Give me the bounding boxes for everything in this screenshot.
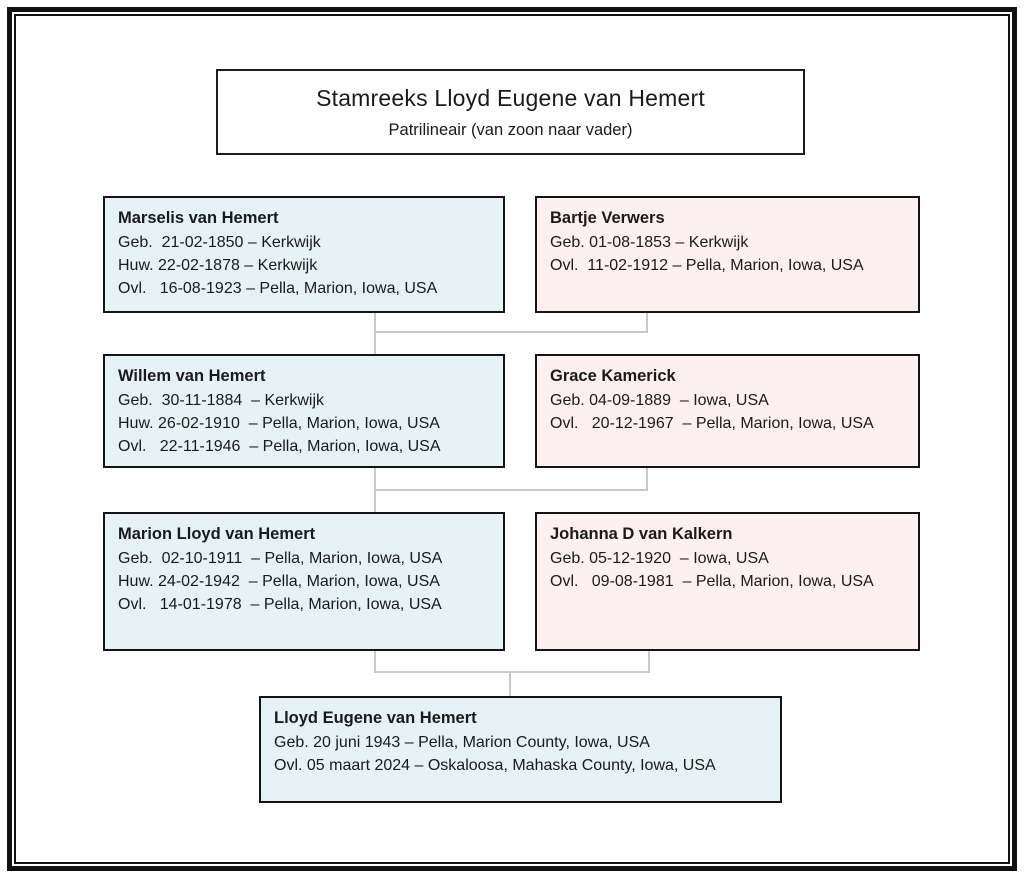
connector-line <box>374 651 376 673</box>
person-birth-line: Geb. 01-08-1853 – Kerkwijk <box>550 233 749 251</box>
person-marriage-line: Huw. 24-02-1942 – Pella, Marion, Iowa, U… <box>118 572 440 590</box>
person-box-lloyd-eugene-van-hemert: Lloyd Eugene van Hemert Geb. 20 juni 194… <box>259 696 782 803</box>
person-box-willem-van-hemert: Willem van Hemert Geb. 30-11-1884 – Kerk… <box>103 354 505 468</box>
person-birth-line: Geb. 30-11-1884 – Kerkwijk <box>118 391 325 409</box>
outer-border-frame <box>7 7 1017 871</box>
person-name: Johanna D van Kalkern <box>550 525 733 543</box>
chart-subtitle: Patrilineair (van zoon naar vader) <box>388 120 633 139</box>
connector-line <box>374 331 648 333</box>
connector-line <box>648 651 650 673</box>
person-name: Lloyd Eugene van Hemert <box>274 709 477 727</box>
connector-line <box>374 671 650 673</box>
connector-line <box>646 313 648 333</box>
person-birth-line: Geb. 04-09-1889 – Iowa, USA <box>550 391 769 409</box>
person-death-line: Ovl. 11-02-1912 – Pella, Marion, Iowa, U… <box>550 256 864 274</box>
person-marriage-line: Huw. 22-02-1878 – Kerkwijk <box>118 256 318 274</box>
person-birth-line: Geb. 05-12-1920 – Iowa, USA <box>550 549 769 567</box>
person-death-line: Ovl. 22-11-1946 – Pella, Marion, Iowa, U… <box>118 438 441 456</box>
connector-line <box>374 489 648 491</box>
person-box-bartje-verwers: Bartje Verwers Geb. 01-08-1853 – Kerkwij… <box>535 196 920 313</box>
connector-line <box>646 468 648 491</box>
person-name: Willem van Hemert <box>118 367 266 385</box>
connector-line <box>509 671 511 696</box>
person-box-marselis-van-hemert: Marselis van Hemert Geb. 21-02-1850 – Ke… <box>103 196 505 313</box>
person-box-grace-kamerick: Grace Kamerick Geb. 04-09-1889 – Iowa, U… <box>535 354 920 468</box>
connector-line <box>374 313 376 354</box>
person-box-johanna-d-van-kalkern: Johanna D van Kalkern Geb. 05-12-1920 – … <box>535 512 920 651</box>
person-death-line: Ovl. 14-01-1978 – Pella, Marion, Iowa, U… <box>118 596 442 614</box>
person-death-line: Ovl. 16-08-1923 – Pella, Marion, Iowa, U… <box>118 280 438 298</box>
chart-title: Stamreeks Lloyd Eugene van Hemert <box>316 84 705 111</box>
person-name: Marion Lloyd van Hemert <box>118 525 316 543</box>
person-name: Marselis van Hemert <box>118 209 279 227</box>
person-birth-line: Geb. 20 juni 1943 – Pella, Marion County… <box>274 733 650 751</box>
chart-title-box: Stamreeks Lloyd Eugene van Hemert Patril… <box>216 69 805 155</box>
person-birth-line: Geb. 02-10-1911 – Pella, Marion, Iowa, U… <box>118 549 443 567</box>
person-death-line: Ovl. 09-08-1981 – Pella, Marion, Iowa, U… <box>550 572 874 590</box>
person-birth-line: Geb. 21-02-1850 – Kerkwijk <box>118 233 321 251</box>
person-name: Grace Kamerick <box>550 367 676 385</box>
inner-border-frame <box>14 14 1010 864</box>
person-marriage-line: Huw. 26-02-1910 – Pella, Marion, Iowa, U… <box>118 414 440 432</box>
person-box-marion-lloyd-van-hemert: Marion Lloyd van Hemert Geb. 02-10-1911 … <box>103 512 505 651</box>
person-death-line: Ovl. 20-12-1967 – Pella, Marion, Iowa, U… <box>550 414 874 432</box>
person-death-line: Ovl. 05 maart 2024 – Oskaloosa, Mahaska … <box>274 756 716 774</box>
person-name: Bartje Verwers <box>550 209 665 227</box>
